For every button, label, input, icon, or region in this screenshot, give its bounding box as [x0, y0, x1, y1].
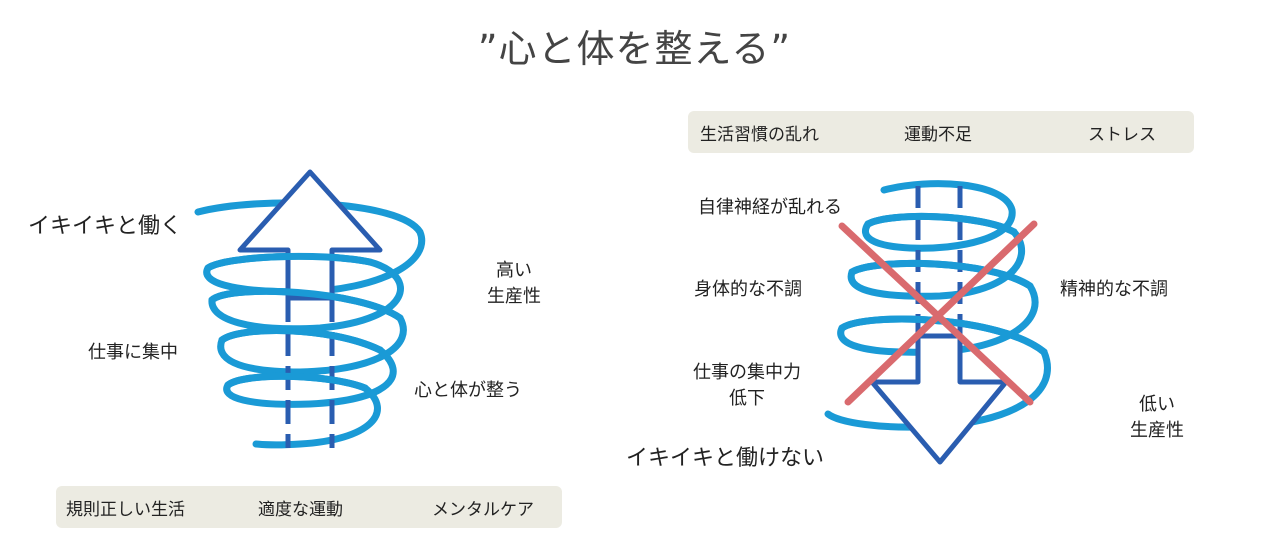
- left-top-label: イキイキと働く: [28, 214, 183, 239]
- right-concentration-line2: 低下: [729, 388, 765, 409]
- page-title: ”心と体を整える”: [477, 27, 792, 71]
- bar-item-mental-care: メンタルケア: [432, 499, 534, 520]
- right-concentration-line1: 仕事の集中力: [693, 362, 801, 383]
- bar-item-regular-life: 規則正しい生活: [66, 499, 185, 520]
- left-bottom-bar: 規則正しい生活 適度な運動 メンタルケア: [56, 486, 562, 528]
- right-concentration-label: 仕事の集中力 低下: [684, 360, 810, 412]
- right-bottom-label: イキイキと働けない: [626, 446, 825, 471]
- right-mental-label: 精神的な不調: [1060, 279, 1168, 300]
- left-balance-label: 心と体が整う: [414, 380, 522, 401]
- bar-item-stress: ストレス: [1088, 124, 1156, 145]
- right-productivity-line2: 生産性: [1130, 420, 1184, 441]
- right-productivity-line1: 低い: [1139, 394, 1175, 415]
- right-physical-label: 身体的な不調: [694, 279, 802, 300]
- bar-item-lack-of-exercise: 運動不足: [904, 124, 972, 145]
- right-productivity-label: 低い 生産性: [1124, 392, 1190, 444]
- left-concentration-label: 仕事に集中: [88, 342, 178, 363]
- right-top-bar: 生活習慣の乱れ 運動不足 ストレス: [688, 111, 1194, 153]
- cross-mark: [838, 220, 1038, 406]
- bar-item-lifestyle-disorder: 生活習慣の乱れ: [700, 124, 819, 145]
- bar-item-moderate-exercise: 適度な運動: [258, 499, 343, 520]
- left-productivity-label: 高い 生産性: [484, 258, 544, 310]
- left-productivity-line2: 生産性: [487, 286, 541, 307]
- right-autonomic-label: 自律神経が乱れる: [698, 197, 842, 218]
- left-productivity-line1: 高い: [496, 260, 532, 281]
